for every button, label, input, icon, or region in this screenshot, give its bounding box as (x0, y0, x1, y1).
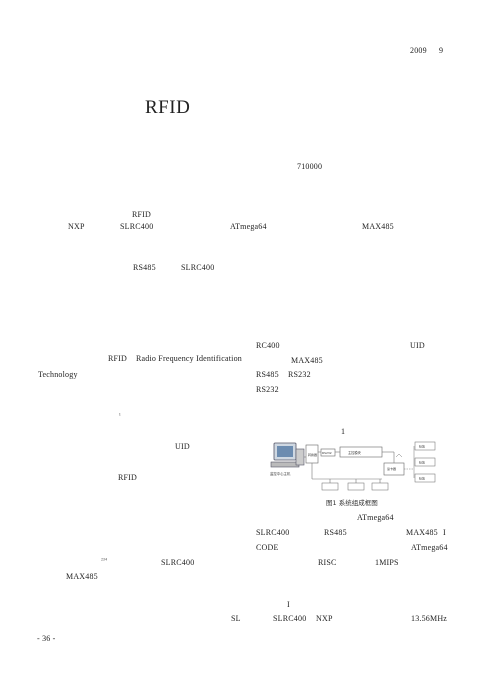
abstract-slrc400-b: SLRC400 (181, 263, 215, 272)
antenna-icon (395, 453, 403, 458)
right-uid: UID (410, 341, 425, 350)
page-title: RFID (145, 97, 191, 118)
right-slrc400-b: SLRC400 (273, 614, 307, 623)
right-rc400: RC400 (256, 341, 280, 350)
fig-label-pc: 监控中心主机 (270, 471, 291, 476)
pc-icon (270, 442, 305, 468)
right-max485: MAX485 (291, 356, 323, 365)
keyword-term: Radio Frequency Identification (136, 354, 242, 363)
right-mips: 1MIPS (375, 558, 399, 567)
fig-tag-2 (414, 457, 436, 467)
keyword-rfid: RFID (108, 354, 128, 363)
left-rfid: RFID (118, 473, 138, 482)
fig-label-card2: 标签 (419, 460, 425, 465)
subsection-marker: I (287, 600, 290, 609)
right-risc: RISC (318, 558, 337, 567)
fig-tag-1 (414, 441, 436, 451)
fig-label-iface: RS232 (322, 451, 332, 455)
right-slrc400: SLRC400 (256, 528, 290, 537)
keyword-technology: Technology (38, 370, 78, 379)
right-i: I (443, 528, 446, 537)
footnote-mark: ¹ (119, 413, 121, 419)
abstract-atmega64: ATmega64 (230, 222, 267, 231)
fig-iface-box (320, 448, 336, 457)
abstract-max485: MAX485 (362, 222, 394, 231)
right-rs485: RS485 (256, 370, 279, 379)
right-atmega64-b: ATmega64 (411, 543, 448, 552)
right-max485-b: MAX485 (406, 528, 438, 537)
fig-main-box (339, 446, 383, 458)
left-sl: SL (231, 614, 241, 623)
fig-label-main: 主控模块 (348, 450, 362, 455)
right-rs232: RS232 (288, 370, 311, 379)
abstract-rfid: RFID (132, 210, 152, 219)
figure-caption: 图1 系统组成框图 (326, 498, 378, 507)
right-code: CODE (256, 543, 279, 552)
reference-mark: ²³⁴ (101, 558, 108, 564)
header-issue: 9 (439, 46, 444, 55)
right-rs485-b: RS485 (324, 528, 347, 537)
page-number: - 36 - (37, 634, 56, 643)
left-uid: UID (175, 442, 190, 451)
fig-label-reader: 读卡器 (387, 466, 396, 471)
right-atmega64: ATmega64 (357, 513, 394, 522)
section-number: 1 (341, 427, 346, 436)
right-freq: 13.56MHz (411, 614, 448, 623)
right-rs232-b: RS232 (256, 385, 279, 394)
left-slrc400: SLRC400 (161, 558, 195, 567)
fig-label-card1: 标签 (419, 444, 425, 449)
header-year: 2009 (410, 46, 427, 55)
fig-label-card3: 标签 (419, 476, 425, 481)
system-block-diagram: 监控中心主机 转换器 RS232 主控模块 读卡器 标签 标签 标签 图1 系统… (270, 441, 436, 507)
abstract-rs485: RS485 (133, 263, 156, 272)
right-nxp: NXP (316, 614, 333, 623)
fig-tag-3 (414, 473, 436, 483)
abstract-nxp: NXP (68, 222, 85, 231)
fig-label-conv: 转换器 (308, 452, 317, 457)
abstract-slrc400: SLRC400 (120, 222, 154, 231)
affiliation-zip: 710000 (297, 162, 323, 171)
left-max485: MAX485 (66, 572, 98, 581)
